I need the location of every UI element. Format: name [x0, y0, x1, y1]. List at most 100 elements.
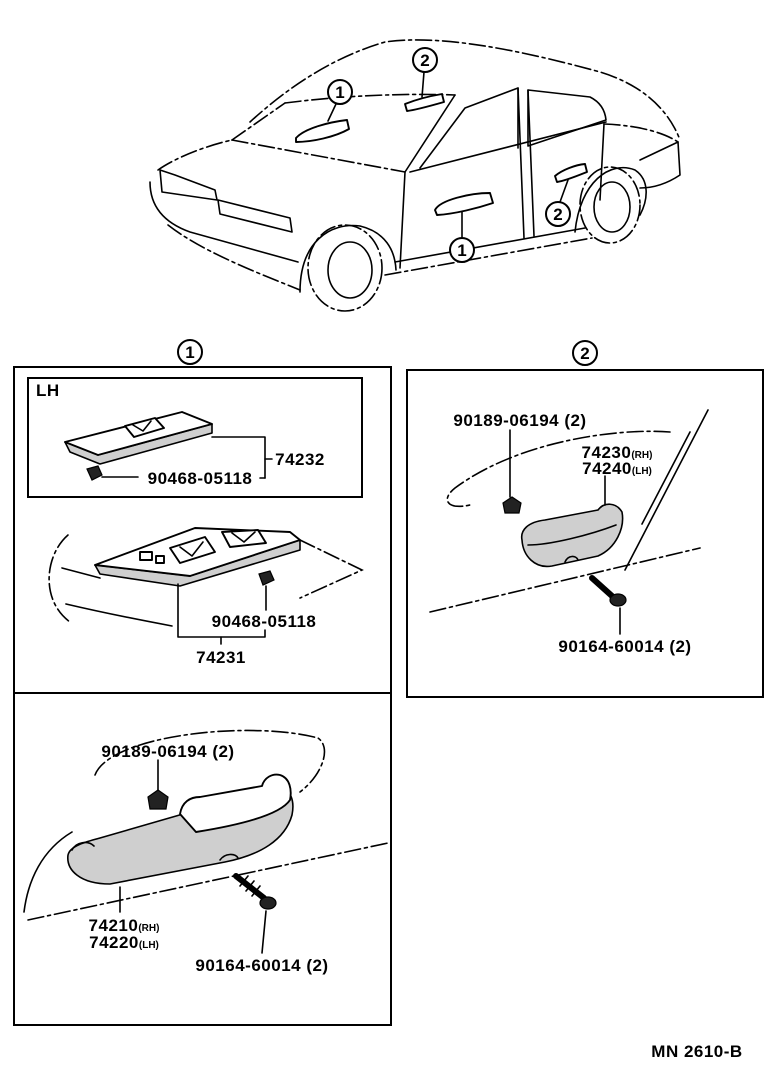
window-switch-button [221, 529, 267, 548]
callout-circle [572, 340, 598, 366]
car-illustration: 1 2 1 2 [149, 39, 681, 312]
car-front-bumper [149, 181, 299, 263]
section-2: 2 90189-06194 (2) 74230(RH) 74240(LH) 90… [406, 340, 764, 698]
callout-number: 2 [420, 51, 429, 70]
section-2-frame [406, 369, 764, 698]
armrest-hook [71, 841, 95, 851]
armrest-rh-part-number: 74210(RH) [89, 916, 160, 935]
armrest-assembly: 90189-06194 (2) 74210(RH) 74220(LH) 9016… [23, 729, 389, 975]
grip-screw-part-number: 90164-60014 (2) [558, 637, 691, 656]
car-windshield-base [231, 139, 406, 173]
diagram-code: MN 2610-B [651, 1042, 742, 1061]
side-suffix: (LH) [632, 466, 652, 477]
grip-clip [502, 496, 522, 514]
front-door-trim-part-1 [434, 192, 494, 216]
armrest-screw-part-number: 90164-60014 (2) [195, 956, 328, 975]
window-switch-mark [231, 531, 256, 543]
armrest-screw-leader [261, 910, 267, 954]
section-1-frame [13, 366, 392, 1026]
door-trim-edge [23, 831, 73, 913]
car-a-pillar-left [231, 102, 286, 141]
door-trim-curve [48, 534, 71, 623]
grip-base [520, 503, 624, 568]
car-front-wheel [307, 224, 383, 312]
part-number: 74230 [582, 443, 632, 462]
car-callout-1-front-door: 1 [449, 237, 475, 263]
car-rear-wheel [579, 166, 641, 244]
lh-switch-box: LH 74232 90468-05118 [27, 377, 363, 498]
callout-circle [412, 47, 438, 73]
side-suffix: (RH) [631, 450, 652, 461]
door-trim-edge [624, 409, 709, 571]
master-switch-assembly: 90468-05118 74231 [48, 527, 364, 667]
callout-circle [449, 237, 475, 263]
rear-door-trim-part-2 [554, 163, 588, 183]
side-suffix: (LH) [139, 940, 159, 951]
door-trim-curve [446, 430, 671, 507]
grip-clip-part-number: 90189-06194 (2) [453, 411, 586, 430]
door-trim-line [61, 567, 101, 579]
window-switch-button [169, 536, 216, 564]
section-1: 1 LH 74232 90468-05118 [13, 339, 392, 1026]
car-b-pillar-rear [527, 89, 535, 237]
callout-circle [177, 339, 203, 365]
car-rear-wheel-arch [574, 166, 647, 233]
car-callout-leader [559, 179, 569, 203]
far-door-trim-part-1 [295, 119, 350, 143]
lh-switch-leader [211, 436, 266, 479]
lh-clip-part-number: 90468-05118 [148, 469, 253, 488]
lock-switch [155, 555, 165, 564]
part-number: 74240 [582, 459, 632, 478]
grip-screw-shank [589, 575, 615, 599]
grip-screw-head [609, 593, 627, 607]
door-trim-line [299, 539, 364, 599]
car-rear-end [639, 141, 681, 189]
door-trim-edge [641, 431, 691, 525]
car-front-door-edge [399, 171, 406, 269]
callout-circle [545, 201, 571, 227]
armrest-screw-thread [239, 875, 261, 897]
callout-number: 2 [580, 344, 589, 363]
far-door-trim-part-2 [404, 93, 445, 112]
car-roofline [249, 39, 681, 141]
side-suffix: (RH) [138, 923, 159, 934]
door-trim-line [65, 603, 173, 627]
car-trunk-line [603, 123, 679, 143]
car-callout-2-rear-door: 2 [545, 201, 571, 227]
callout-number: 2 [553, 205, 562, 224]
car-rear-hub [593, 181, 631, 233]
car-beltline [409, 121, 607, 173]
master-switch-clip [258, 570, 275, 586]
callout-number: 1 [335, 83, 344, 102]
car-callout-2-far-side: 2 [412, 47, 438, 73]
car-callout-1-far-side: 1 [327, 79, 353, 105]
section-1-callout: 1 [177, 339, 203, 365]
armrest-lh-part-number: 74220(LH) [89, 933, 159, 952]
car-hood-edge [157, 139, 233, 171]
car-headlight [159, 169, 218, 201]
lh-window-switch-button [124, 417, 165, 438]
lh-switch-part-number: 74232 [275, 450, 325, 469]
callout-circle [327, 79, 353, 105]
door-trim-curve [94, 729, 326, 793]
armrest-clip-part-number: 90189-06194 (2) [101, 742, 234, 761]
car-front-wheel-arch [299, 224, 397, 293]
car-callout-leader [421, 71, 425, 98]
car-callout-leader [327, 103, 337, 122]
armrest-clip [147, 789, 169, 810]
callout-number: 1 [457, 241, 466, 260]
door-trim-line [429, 547, 701, 613]
armrest-screw-head [259, 896, 277, 910]
window-switch-mark [179, 541, 204, 557]
car-front-hub [327, 241, 373, 299]
lh-box-frame [27, 377, 363, 498]
master-switch-part-number: 74231 [196, 648, 246, 667]
section-2-callout: 2 [572, 340, 598, 366]
car-sill [384, 237, 593, 276]
car-a-pillar-right [404, 94, 456, 173]
armrest-grip [179, 773, 292, 833]
car-front-door-window [419, 87, 519, 169]
door-trim-line [27, 842, 389, 921]
grip-rh-part-number: 74230(RH) [582, 443, 653, 462]
